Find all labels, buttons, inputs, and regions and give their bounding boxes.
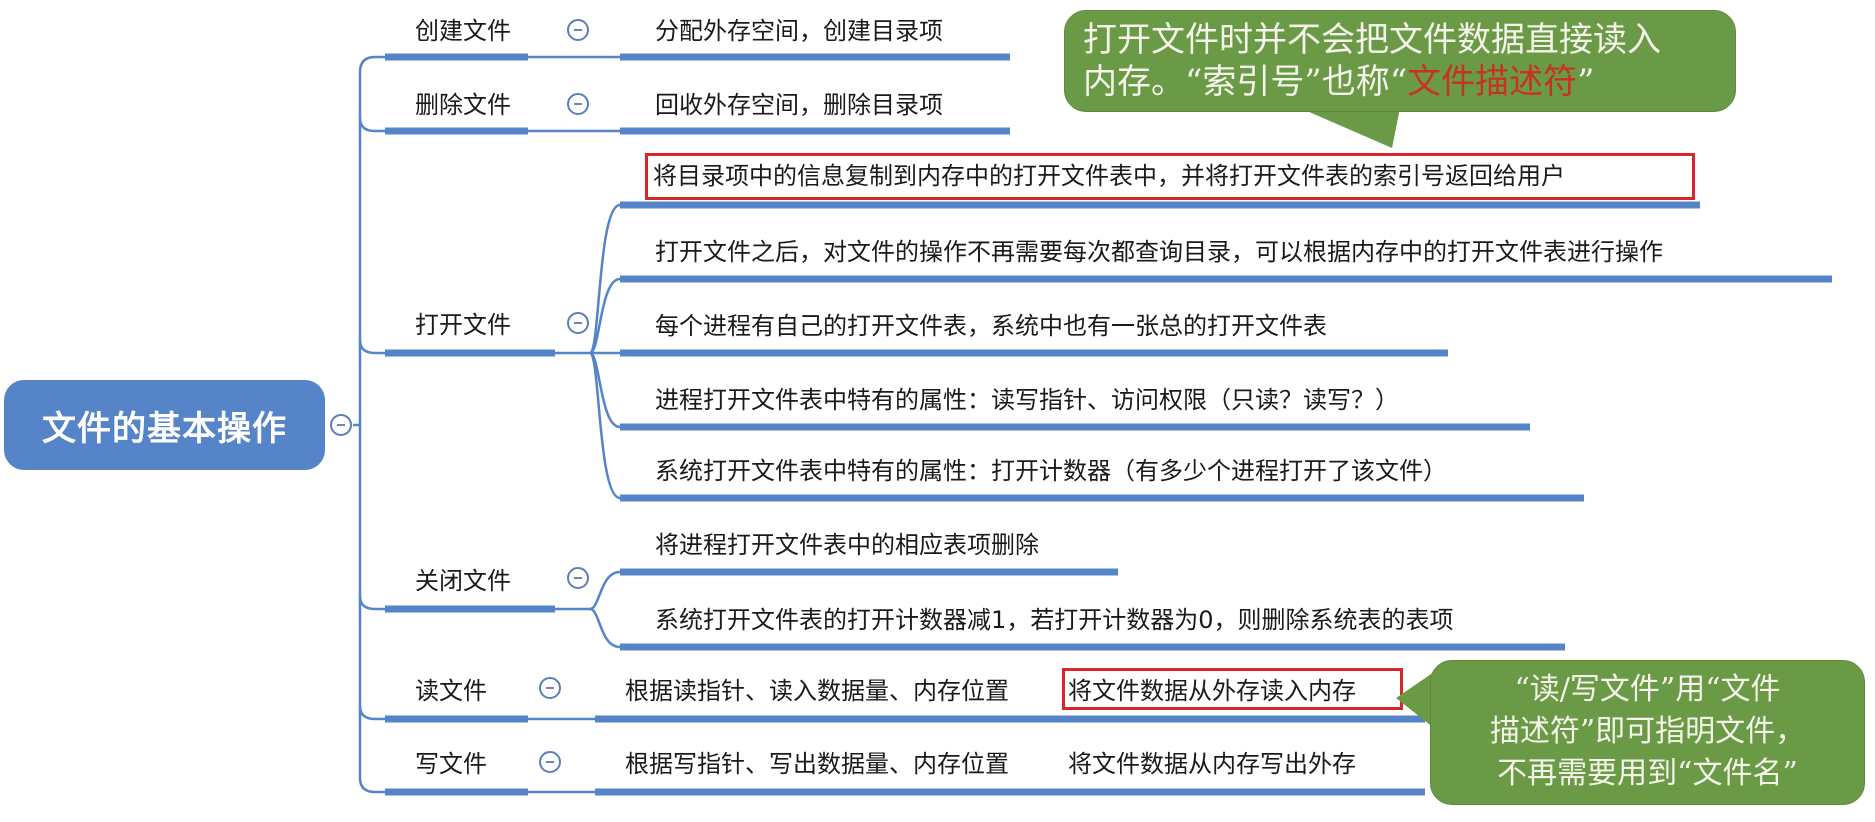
branch-write-file[interactable]: 写文件 [415,750,487,778]
highlight-box-read [1062,668,1403,710]
collapse-root-toggle[interactable] [330,414,352,436]
open-file-detail-2[interactable]: 打开文件之后，对文件的操作不再需要每次都查询目录，可以根据内存中的打开文件表进行… [655,238,1663,266]
callout-bottom-line1: “读/写文件”用“文件 [1514,672,1781,707]
callout-top-line1: 打开文件时并不会把文件数据直接读入 [1083,20,1661,60]
collapse-write-toggle[interactable] [539,751,561,773]
collapse-create-toggle[interactable] [567,19,589,41]
collapse-delete-toggle[interactable] [567,93,589,115]
read-file-detail-prefix[interactable]: 根据读指针、读入数据量、内存位置 [625,677,1009,705]
branch-create-file[interactable]: 创建文件 [415,17,511,45]
callout-top-line2: 内存。“索引号”也称“文件描述符” [1083,62,1595,102]
open-file-detail-3[interactable]: 每个进程有自己的打开文件表，系统中也有一张总的打开文件表 [655,312,1327,340]
callout-top-tail [1300,108,1400,148]
callout-bottom-line3: 不再需要用到“文件名” [1497,756,1798,791]
file-descriptor-highlight: 文件描述符 [1407,62,1578,102]
callout-bottom-line2: 描述符”即可指明文件， [1489,714,1806,749]
collapse-open-toggle[interactable] [567,312,589,334]
highlight-box-open-index [645,153,1695,200]
create-file-detail[interactable]: 分配外存空间，创建目录项 [655,17,943,45]
callout-open-file-note: 打开文件时并不会把文件数据直接读入 内存。“索引号”也称“文件描述符” [1064,10,1736,112]
close-file-detail-1[interactable]: 将进程打开文件表中的相应表项删除 [655,531,1039,559]
open-file-detail-5[interactable]: 系统打开文件表中特有的属性：打开计数器（有多少个进程打开了该文件） [655,457,1447,485]
branch-close-file[interactable]: 关闭文件 [415,567,511,595]
branch-delete-file[interactable]: 删除文件 [415,91,511,119]
delete-file-detail[interactable]: 回收外存空间，删除目录项 [655,91,943,119]
open-file-detail-4[interactable]: 进程打开文件表中特有的属性：读写指针、访问权限（只读？读写？） [655,386,1399,414]
write-file-detail-boxed[interactable]: 将文件数据从内存写出外存 [1068,750,1356,778]
open-file-detail-1[interactable]: 将目录项中的信息复制到内存中的打开文件表中，并将打开文件表的索引号返回给用户 [653,162,1565,190]
callout-bottom-tail [1396,672,1434,728]
close-file-detail-2[interactable]: 系统打开文件表的打开计数器减1，若打开计数器为0，则删除系统表的表项 [655,606,1454,634]
write-file-detail-prefix[interactable]: 根据写指针、写出数据量、内存位置 [625,750,1009,778]
branch-read-file[interactable]: 读文件 [415,677,487,705]
collapse-read-toggle[interactable] [539,677,561,699]
read-file-detail-boxed[interactable]: 将文件数据从外存读入内存 [1068,677,1356,705]
collapse-close-toggle[interactable] [567,567,589,589]
callout-read-write-note: “读/写文件”用“文件 描述符”即可指明文件， 不再需要用到“文件名” [1430,660,1865,805]
root-label: 文件的基本操作 [42,408,287,449]
branch-open-file[interactable]: 打开文件 [415,311,511,339]
root-node[interactable]: 文件的基本操作 [4,380,325,470]
